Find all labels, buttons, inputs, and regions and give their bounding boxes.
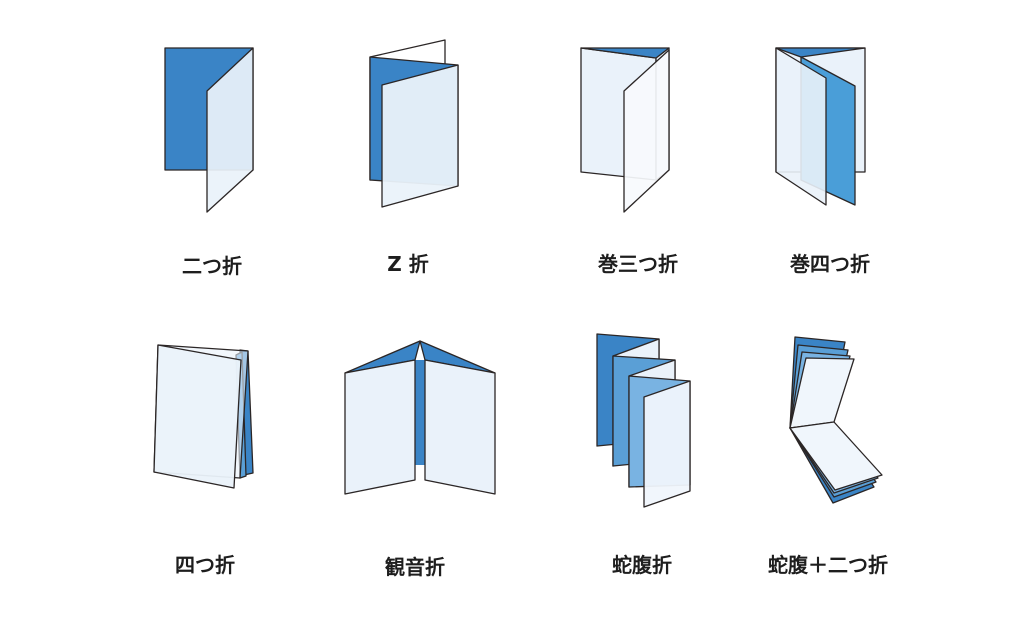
label-two-fold: 二つ折 xyxy=(182,254,242,278)
diagram-gate-fold xyxy=(344,340,496,495)
front-panel xyxy=(206,47,254,213)
label-roll-three-fold: 巻三つ折 xyxy=(598,252,678,276)
diagram-z-fold xyxy=(369,39,459,208)
bottom-front-panel xyxy=(789,421,883,491)
label-z-fold: Z 折 xyxy=(387,252,429,276)
center-blue-strip xyxy=(415,360,425,465)
label-four-fold: 四つ折 xyxy=(175,553,235,577)
diagram-roll-four-fold xyxy=(775,47,866,206)
left-panel xyxy=(775,47,827,206)
label-accordion-fold: 蛇腹折 xyxy=(612,553,672,577)
diagram-roll-three-fold xyxy=(580,47,670,213)
diagram-four-fold xyxy=(153,344,254,489)
left-panel xyxy=(344,359,416,495)
label-accordion-two-fold: 蛇腹＋二つ折 xyxy=(768,553,888,577)
diagram-two-fold xyxy=(164,47,254,213)
right-panel xyxy=(424,359,496,495)
diagram-accordion-fold xyxy=(596,333,691,508)
top-blue-face xyxy=(580,47,670,59)
diagram-accordion-two-fold xyxy=(789,336,883,504)
panel-6 xyxy=(643,380,691,508)
top-blue-face xyxy=(775,47,866,58)
label-roll-four-fold: 巻四つ折 xyxy=(790,252,870,276)
label-gate-fold: 観音折 xyxy=(385,555,445,579)
front-flap xyxy=(623,49,670,213)
front-panel xyxy=(153,344,242,489)
front-panel xyxy=(381,64,459,208)
